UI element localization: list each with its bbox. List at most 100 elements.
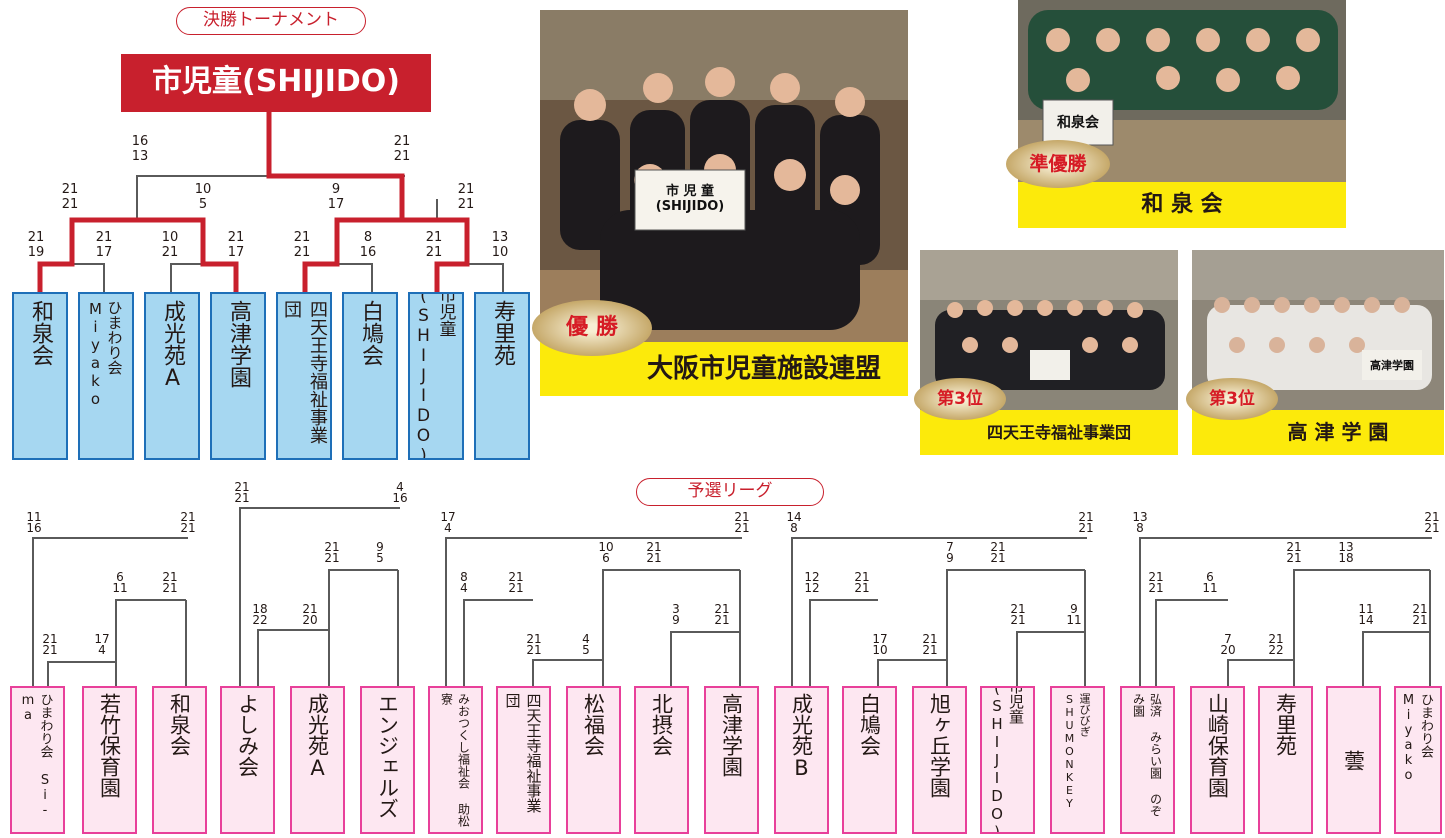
prelim-team-10: 北摂会 xyxy=(634,686,689,834)
final-team-7: 市児童(SHIJIDO) xyxy=(408,292,464,460)
prelim-score-17: 8 4 xyxy=(460,570,468,595)
prelim-team-7: みおつくし福祉会 助松寮 xyxy=(428,686,483,834)
prelim-score-3: 6 11 xyxy=(112,570,128,595)
champion-banner: 市児童(SHIJIDO) xyxy=(121,54,431,112)
prelim-score-38: 6 11 xyxy=(1202,570,1218,595)
runner-up-badge: 準優勝 xyxy=(1006,140,1110,188)
score-final-right: 21 21 xyxy=(393,134,411,164)
prelim-score-37: 21 21 xyxy=(1148,570,1164,595)
prelim-score-12: 21 20 xyxy=(302,602,318,627)
prelim-score-27: 12 12 xyxy=(804,570,820,595)
prelim-score-5: 21 21 xyxy=(42,632,58,657)
final-tournament-heading: 決勝トーナメント xyxy=(176,7,366,35)
runner-up-photo: 和泉会 xyxy=(1018,0,1346,182)
score-final-left: 16 13 xyxy=(131,134,149,164)
score-qf-4: 21 17 xyxy=(227,230,245,260)
prelim-score-22: 4 5 xyxy=(582,632,590,657)
final-team-3: 成光苑A xyxy=(144,292,200,460)
score-qf-1: 21 19 xyxy=(27,230,45,260)
prelim-score-11: 18 22 xyxy=(252,602,268,627)
final-team-8: 寿里苑 xyxy=(474,292,530,460)
score-semi-3: 9 17 xyxy=(327,182,345,212)
prelim-team-1: ひまわり会 Si-ma xyxy=(10,686,65,834)
winner-sign: 市 児 童 (SHIJIDO) xyxy=(655,184,725,214)
prelim-score-4: 21 21 xyxy=(162,570,178,595)
prelim-team-8: 四天王寺福祉事業団 xyxy=(496,686,551,834)
prelim-score-26: 21 21 xyxy=(990,540,1006,565)
prelim-team-21: ひまわり会 Miyako xyxy=(1394,686,1442,834)
third-place-sign-b: 高津学園 xyxy=(1370,359,1414,372)
prelim-team-18: 山崎保育園 xyxy=(1190,686,1245,834)
prelim-score-28: 21 21 xyxy=(854,570,870,595)
prelim-team-3: 和泉会 xyxy=(152,686,207,834)
prelim-score-13: 17 4 xyxy=(440,510,456,535)
score-qf-7: 21 21 xyxy=(425,230,443,260)
prelim-score-7: 21 21 xyxy=(234,480,250,505)
runner-up-sign: 和泉会 xyxy=(1057,115,1099,131)
final-team-4: 高津学園 xyxy=(210,292,266,460)
prelim-score-10: 9 5 xyxy=(376,540,384,565)
third-place-badge-b: 第3位 xyxy=(1186,378,1278,420)
prelim-score-23: 14 8 xyxy=(786,510,802,535)
prelim-league-heading: 予選リーグ xyxy=(636,478,824,506)
prelim-team-20: 蕓 xyxy=(1326,686,1381,834)
prelim-team-15: 市児童(SHIJIDO) xyxy=(980,686,1035,834)
prelim-score-16: 21 21 xyxy=(646,540,662,565)
winner-badge: 優 勝 xyxy=(532,300,652,356)
prelim-score-20: 21 21 xyxy=(714,602,730,627)
prelim-team-9: 松福会 xyxy=(566,686,621,834)
prelim-score-9: 21 21 xyxy=(324,540,340,565)
winner-photo: 市 児 童 (SHIJIDO) xyxy=(540,10,908,395)
prelim-score-24: 21 21 xyxy=(1078,510,1094,535)
prelim-score-18: 21 21 xyxy=(508,570,524,595)
score-qf-5: 21 21 xyxy=(293,230,311,260)
prelim-score-41: 7 20 xyxy=(1220,632,1236,657)
score-qf-2: 21 17 xyxy=(95,230,113,260)
prelim-score-1: 11 16 xyxy=(26,510,42,535)
final-bracket-lines xyxy=(37,109,504,295)
prelim-score-25: 7 9 xyxy=(946,540,954,565)
prelim-score-14: 21 21 xyxy=(734,510,750,535)
prelim-score-42: 21 22 xyxy=(1268,632,1284,657)
score-qf-3: 10 21 xyxy=(161,230,179,260)
final-team-5: 四天王寺福祉事業団 xyxy=(276,292,332,460)
prelim-team-12: 成光苑B xyxy=(774,686,829,834)
prelim-team-17: 弘済 みらい園 のぞみ園 xyxy=(1120,686,1175,834)
prelim-score-34: 21 21 xyxy=(1424,510,1440,535)
runner-up-team-banner: 和 泉 会 xyxy=(1018,182,1346,228)
prelim-score-8: 4 16 xyxy=(392,480,408,505)
prelim-score-31: 17 10 xyxy=(872,632,888,657)
final-team-1: 和泉会 xyxy=(12,292,68,460)
prelim-score-15: 10 6 xyxy=(598,540,614,565)
prelim-score-19: 3 9 xyxy=(672,602,680,627)
third-place-photo-a xyxy=(920,250,1178,410)
prelim-team-19: 寿里苑 xyxy=(1258,686,1313,834)
score-semi-2: 10 5 xyxy=(194,182,212,212)
prelim-team-16: 運びびぎ SHUMONKEY xyxy=(1050,686,1105,834)
prelim-team-2: 若竹保育園 xyxy=(82,686,137,834)
prelim-team-11: 高津学園 xyxy=(704,686,759,834)
prelim-score-36: 13 18 xyxy=(1338,540,1354,565)
score-semi-1: 21 21 xyxy=(61,182,79,212)
prelim-score-2: 21 21 xyxy=(180,510,196,535)
prelim-score-30: 9 11 xyxy=(1066,602,1082,627)
prelim-team-6: エンジェルズ xyxy=(360,686,415,834)
third-place-badge-a: 第3位 xyxy=(914,378,1006,420)
prelim-team-14: 旭ヶ丘学園 xyxy=(912,686,967,834)
score-semi-4: 21 21 xyxy=(457,182,475,212)
prelim-team-13: 白鳩会 xyxy=(842,686,897,834)
final-team-2: ひまわり会 Miyako xyxy=(78,292,134,460)
prelim-score-33: 13 8 xyxy=(1132,510,1148,535)
prelim-score-39: 11 14 xyxy=(1358,602,1374,627)
prelim-score-21: 21 21 xyxy=(526,632,542,657)
prelim-score-35: 21 21 xyxy=(1286,540,1302,565)
score-qf-6: 8 16 xyxy=(359,230,377,260)
prelim-team-4: よしみ会 xyxy=(220,686,275,834)
prelim-score-40: 21 21 xyxy=(1412,602,1428,627)
prelim-team-5: 成光苑A xyxy=(290,686,345,834)
prelim-score-6: 17 4 xyxy=(94,632,110,657)
score-qf-8: 13 10 xyxy=(491,230,509,260)
prelim-score-32: 21 21 xyxy=(922,632,938,657)
final-team-6: 白鳩会 xyxy=(342,292,398,460)
